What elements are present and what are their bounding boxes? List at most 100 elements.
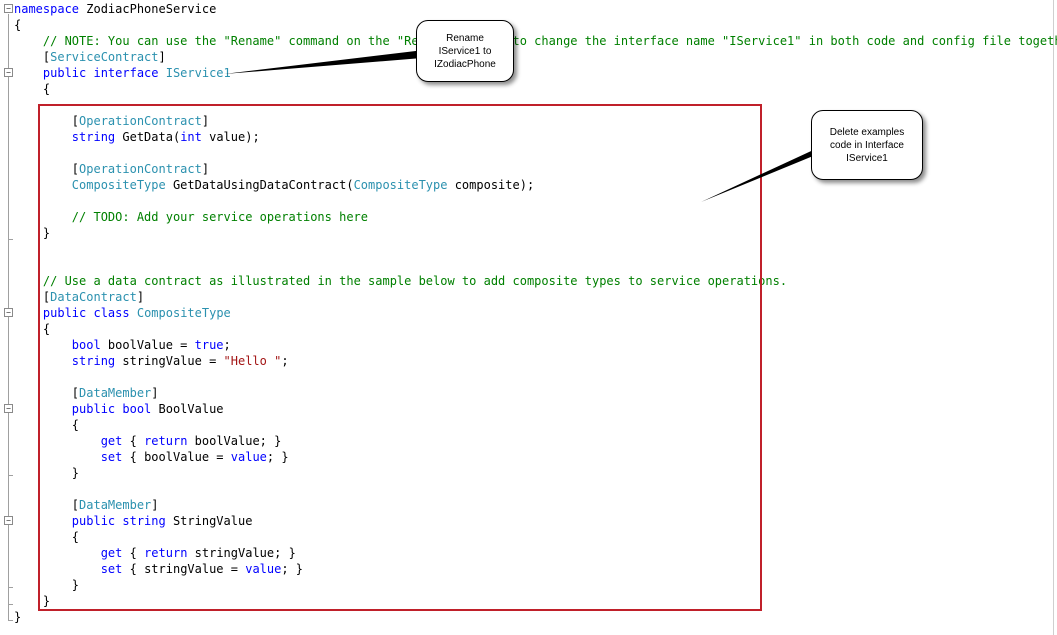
delete-callout-pointer <box>701 146 822 202</box>
code-line[interactable]: [OperationContract] <box>14 113 209 129</box>
collapse-toggle-namespace[interactable]: − <box>4 4 13 13</box>
code-token: stringValue = <box>115 354 224 368</box>
code-line[interactable]: } <box>14 609 21 625</box>
code-token: ] <box>136 290 145 304</box>
code-token: BoolValue <box>151 402 224 416</box>
code-token: namespace <box>14 2 80 16</box>
code-token: set <box>100 450 123 464</box>
code-token: { <box>14 530 80 544</box>
code-token: ] <box>201 114 210 128</box>
callout-delete-line-3: IService1 <box>846 152 888 164</box>
code-token: DataMember <box>79 386 152 400</box>
fold-line-interface <box>8 78 9 239</box>
code-token: return <box>144 434 188 448</box>
code-token: } <box>14 594 51 608</box>
code-token: // NOTE: You can use the "Rename" comman… <box>42 34 1057 48</box>
code-line[interactable]: // NOTE: You can use the "Rename" comman… <box>14 33 1057 49</box>
callout-rename-line-1: Rename <box>446 32 484 44</box>
code-token: StringValue <box>165 514 253 528</box>
code-token: return <box>144 546 188 560</box>
code-token: [ <box>14 50 51 64</box>
code-line[interactable]: { <box>14 529 79 545</box>
code-line[interactable]: { <box>14 17 21 33</box>
code-token: { <box>14 418 80 432</box>
code-line[interactable]: public string StringValue <box>14 513 253 529</box>
callout-delete-line-1: Delete examples <box>829 126 905 138</box>
code-token: { <box>14 82 51 96</box>
collapse-toggle-interface[interactable]: − <box>4 68 13 77</box>
code-token: public interface <box>42 66 159 80</box>
code-line[interactable]: namespace ZodiacPhoneService <box>14 1 216 17</box>
outline-gutter: − − − − − <box>0 0 14 635</box>
code-token: ] <box>158 50 166 64</box>
code-line[interactable]: public class CompositeType <box>14 305 231 321</box>
code-token: // Use a data contract as illustrated in… <box>42 274 788 288</box>
code-line[interactable]: get { return stringValue; } <box>14 545 296 561</box>
callout-delete-line-2: code in Interface <box>830 139 904 151</box>
code-line[interactable]: string GetData(int value); <box>14 129 260 145</box>
code-token: value); <box>201 130 260 144</box>
code-line[interactable]: } <box>14 593 50 609</box>
code-token: { boolValue = <box>122 450 231 464</box>
code-token: [ <box>14 114 80 128</box>
code-token: CompositeType <box>71 178 166 192</box>
code-line[interactable]: public bool BoolValue <box>14 401 224 417</box>
code-token: composite); <box>447 178 535 192</box>
code-line[interactable]: } <box>14 465 79 481</box>
code-line[interactable]: [DataMember] <box>14 497 159 513</box>
collapse-toggle-boolvalue[interactable]: − <box>4 404 13 413</box>
callout-delete: Delete examples code in Interface IServi… <box>811 110 923 180</box>
code-token: IService1 <box>165 66 231 80</box>
code-token: CompositeType <box>353 178 448 192</box>
code-token: public class <box>42 306 130 320</box>
code-token: DataContract <box>50 290 137 304</box>
code-token: } <box>14 466 80 480</box>
code-token: bool <box>71 338 101 352</box>
code-token: DataMember <box>79 498 152 512</box>
code-token: ] <box>201 162 210 176</box>
code-token: get <box>100 546 123 560</box>
code-line[interactable]: // Use a data contract as illustrated in… <box>14 273 787 289</box>
code-line[interactable]: } <box>14 225 50 241</box>
code-line[interactable]: { <box>14 417 79 433</box>
code-token: ; } <box>281 562 304 576</box>
code-token: } <box>14 610 22 624</box>
code-token: // TODO: Add your service operations her… <box>71 210 369 224</box>
code-token: } <box>14 226 51 240</box>
code-token: [ <box>14 386 80 400</box>
code-line[interactable]: public interface IService1 <box>14 65 231 81</box>
code-line[interactable]: } <box>14 577 79 593</box>
code-line[interactable]: { <box>14 321 50 337</box>
code-line[interactable]: [ServiceContract] <box>14 49 166 65</box>
code-token: public string <box>71 514 166 528</box>
code-token: ServiceContract <box>50 50 159 64</box>
collapse-toggle-stringvalue[interactable]: − <box>4 516 13 525</box>
code-token: stringValue; } <box>187 546 296 560</box>
code-line[interactable]: get { return boolValue; } <box>14 433 282 449</box>
code-line[interactable]: // TODO: Add your service operations her… <box>14 209 368 225</box>
code-line[interactable]: set { stringValue = value; } <box>14 561 303 577</box>
code-token: OperationContract <box>79 162 202 176</box>
fold-end-class <box>8 604 13 605</box>
code-token: { <box>14 322 51 336</box>
code-line[interactable]: [DataContract] <box>14 289 144 305</box>
code-line[interactable]: CompositeType GetDataUsingDataContract(C… <box>14 177 534 193</box>
callout-rename-line-2: IService1 to <box>438 45 492 57</box>
code-token: set <box>100 562 123 576</box>
code-line[interactable]: set { boolValue = value; } <box>14 449 289 465</box>
code-line[interactable]: bool boolValue = true; <box>14 337 231 353</box>
code-line[interactable]: { <box>14 81 50 97</box>
fold-end-stringvalue <box>8 587 13 588</box>
code-token: [ <box>14 290 51 304</box>
code-token: { <box>122 546 145 560</box>
fold-end-namespace <box>8 620 13 621</box>
code-token: value <box>230 450 267 464</box>
right-margin-rule <box>1053 0 1054 635</box>
code-line[interactable]: [DataMember] <box>14 385 159 401</box>
code-line[interactable]: [OperationContract] <box>14 161 209 177</box>
code-line[interactable]: string stringValue = "Hello "; <box>14 353 289 369</box>
code-token: string <box>71 354 116 368</box>
collapse-toggle-class[interactable]: − <box>4 308 13 317</box>
